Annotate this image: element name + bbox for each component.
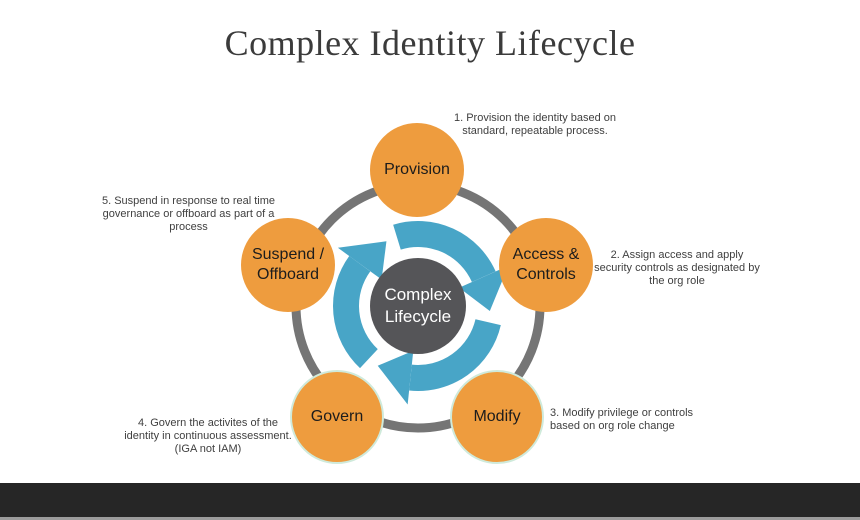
note-govern: 4. Govern the activites of the identity …	[124, 417, 292, 455]
node-modify-label: Modify	[473, 408, 521, 425]
cycle-arrow-icon	[393, 221, 509, 312]
node-suspend-offboard: Suspend / Offboard	[241, 218, 335, 312]
center-circle-label: Complex Lifecycle	[384, 285, 452, 326]
note-modify: 3. Modify privilege or controls based on…	[550, 407, 694, 432]
cycle-arrow-icon	[377, 318, 501, 405]
center-circle: Complex Lifecycle	[370, 258, 466, 354]
note-suspend: 5. Suspend in response to real time gove…	[101, 195, 276, 233]
node-govern-label: Govern	[310, 408, 364, 425]
node-provision-label: Provision	[384, 161, 450, 178]
cycle-arrows-icon	[333, 221, 509, 405]
node-access-controls: Access & Controls	[499, 218, 593, 312]
bottom-bar	[0, 483, 860, 517]
page-title: Complex Identity Lifecycle	[224, 23, 636, 63]
note-provision: 1. Provision the identity based on stand…	[453, 112, 617, 137]
cycle-arrow-icon	[333, 241, 387, 369]
node-modify: Modify	[450, 370, 544, 464]
node-govern: Govern	[290, 370, 384, 464]
bottom-edge-strip	[0, 517, 860, 520]
node-provision: Provision	[370, 123, 464, 217]
node-access-controls-label: Access & Controls	[512, 246, 580, 283]
node-suspend-offboard-label: Suspend / Offboard	[251, 246, 325, 283]
note-access-controls: 2. Assign access and apply security cont…	[594, 249, 760, 287]
